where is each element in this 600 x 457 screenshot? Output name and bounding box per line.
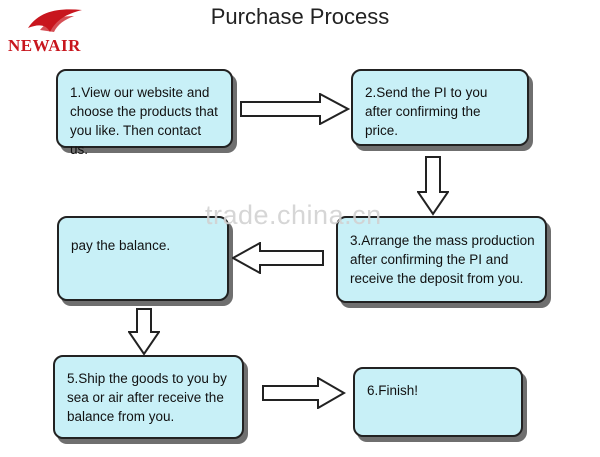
arrow-down-1-icon: [417, 156, 449, 216]
arrow-left-icon: [232, 242, 324, 274]
step-2-box: 2.Send the PI to you after confirming th…: [351, 69, 529, 146]
step-1-text: 1.View our website and choose the produc…: [70, 85, 218, 157]
page-title: Purchase Process: [210, 4, 390, 29]
newair-logo: NEWAIR: [8, 6, 104, 58]
arrow-right-2-icon: [262, 377, 346, 409]
step-6-text: 6.Finish!: [367, 383, 419, 398]
arrow-down-2-icon: [128, 308, 160, 356]
step-5-text: 5.Ship the goods to you by sea or air af…: [67, 371, 227, 424]
step-6-box: 6.Finish!: [353, 367, 523, 437]
bird-logo-icon: [28, 9, 82, 32]
step-4-box: pay the balance.: [57, 216, 229, 301]
step-4-text: pay the balance.: [71, 238, 171, 253]
step-3-text: 3.Arrange the mass production after conf…: [350, 233, 535, 286]
logo-text: NEWAIR: [8, 36, 81, 55]
watermark: trade.china.cn: [205, 200, 382, 230]
step-1-box: 1.View our website and choose the produc…: [56, 69, 233, 157]
step-3-box: 3.Arrange the mass production after conf…: [336, 216, 547, 303]
arrow-right-1-icon: [240, 93, 350, 125]
step-5-box: 5.Ship the goods to you by sea or air af…: [53, 355, 244, 439]
step-2-text: 2.Send the PI to you after confirming th…: [365, 85, 488, 138]
